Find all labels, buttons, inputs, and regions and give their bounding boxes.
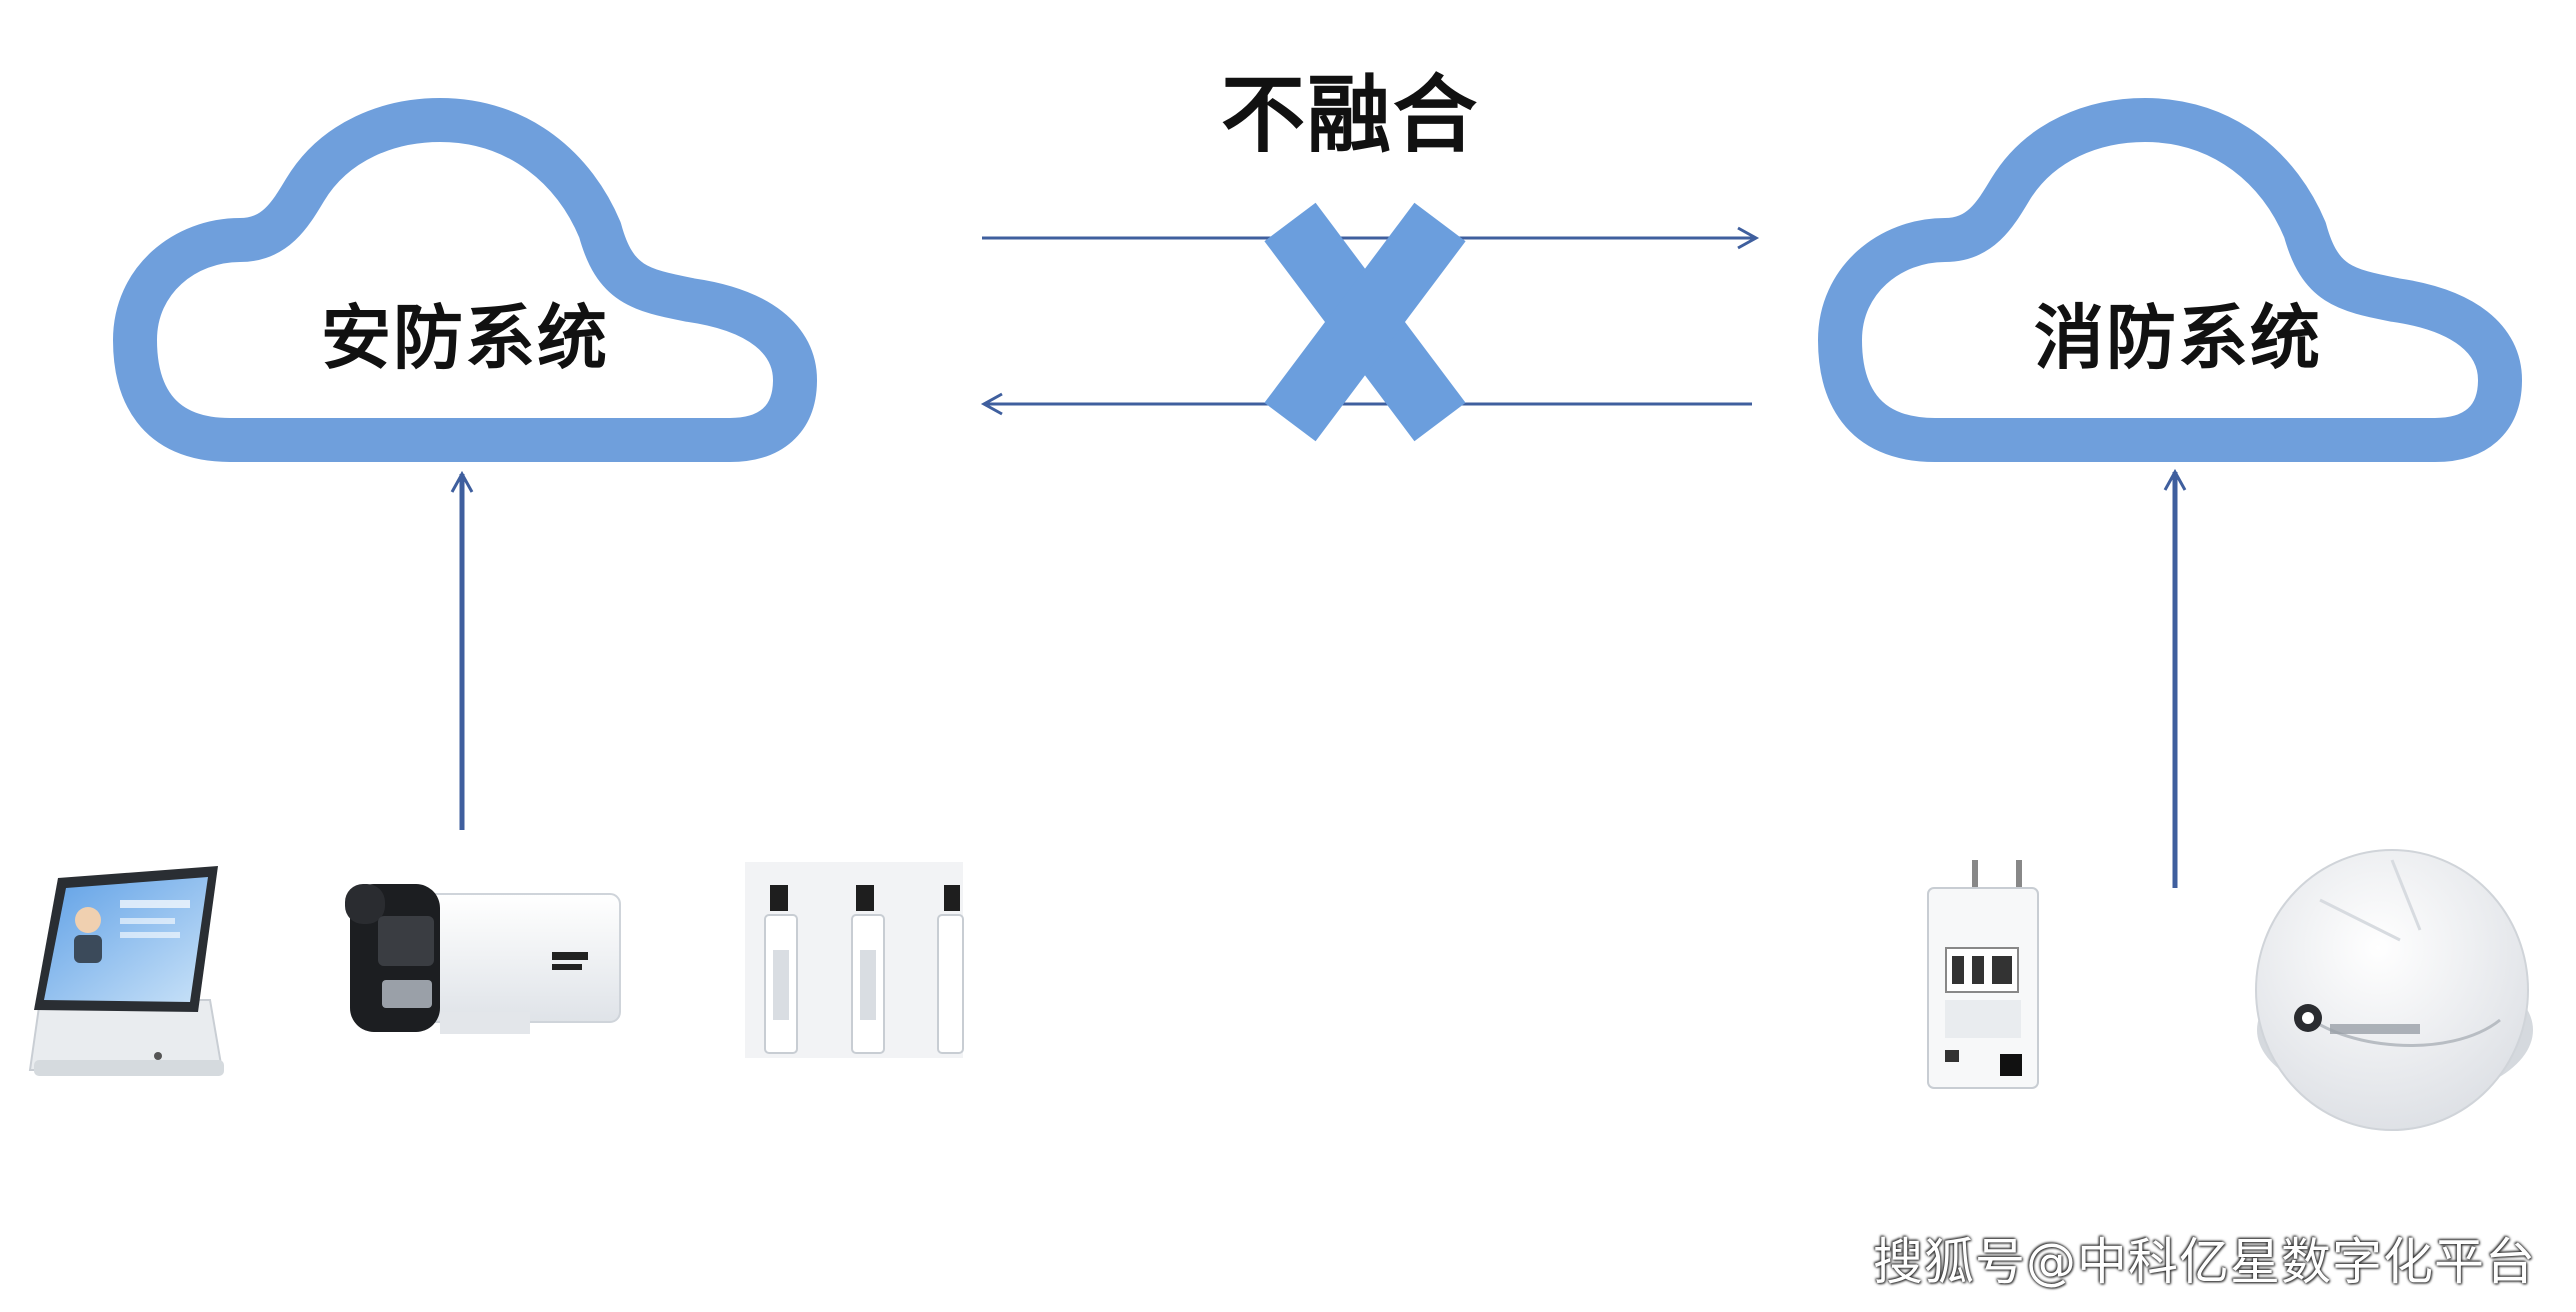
fire-system-label: 消防系统 [2034, 297, 2322, 379]
fire-system-cloud [1818, 98, 2522, 462]
diagram-title: 不融合 [1220, 66, 1479, 164]
security-system-label: 安防系统 [321, 297, 609, 379]
watermark: 搜狐号@中科亿星数字化平台 [1873, 1233, 2536, 1291]
face-terminal-icon [28, 866, 224, 1076]
cross-icon [1264, 202, 1466, 442]
smart-plug-icon [1927, 860, 2039, 1089]
bullet-camera-icon [345, 884, 621, 1034]
door-sensor-icon [745, 862, 964, 1058]
smoke-detector-icon [2255, 849, 2533, 1131]
security-system-cloud [113, 98, 817, 462]
